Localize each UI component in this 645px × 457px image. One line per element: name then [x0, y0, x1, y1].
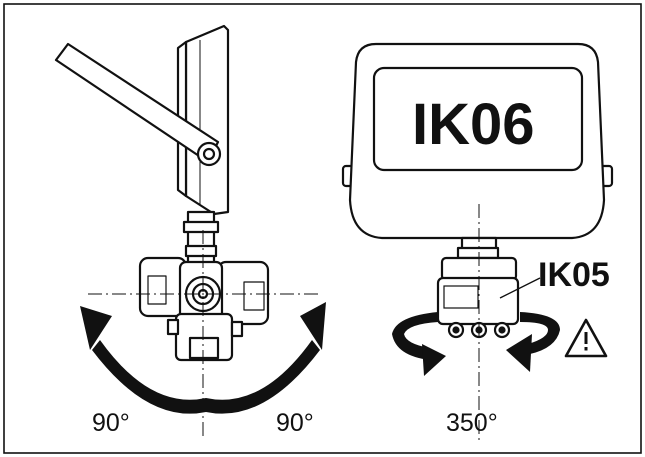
outer-border — [3, 3, 642, 454]
warning-triangle-icon — [564, 318, 608, 358]
housing-impact-rating: IK06 — [412, 92, 535, 157]
rotation-arrows — [392, 312, 560, 376]
tilt-left-label: 90° — [92, 409, 130, 437]
rotation-label: 350° — [446, 409, 498, 437]
front-view-floodlight — [341, 42, 614, 260]
side-view-floodlight — [54, 24, 270, 362]
tilt-right-label: 90° — [276, 409, 314, 437]
front-bracket — [436, 256, 520, 339]
ik05-leader — [499, 277, 541, 299]
bracket-impact-rating: IK05 — [538, 256, 610, 294]
tilt-arrow — [80, 302, 326, 414]
